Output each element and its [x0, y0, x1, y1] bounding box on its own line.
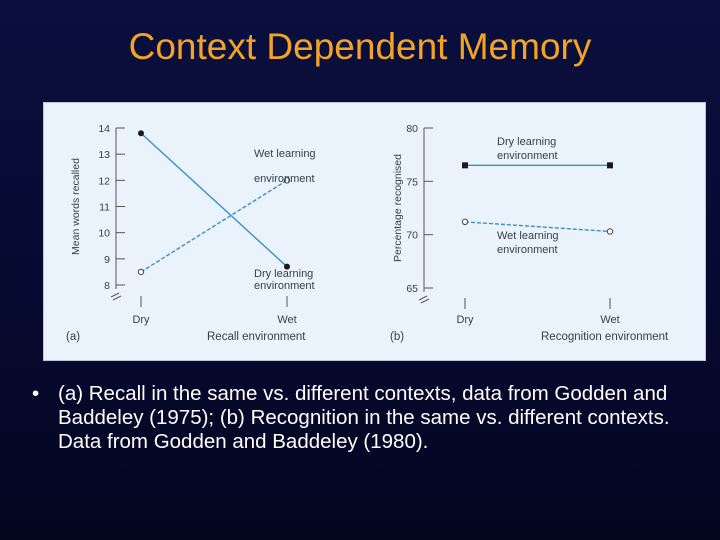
chart-b-y-tick-label: 80: [406, 123, 418, 135]
chart-b-series-label: environment: [497, 244, 558, 256]
chart-a-data-point: [284, 263, 290, 270]
chart-a-data-point: [137, 268, 145, 276]
chart-b-x-axis-label: Recognition environment: [541, 331, 669, 343]
chart-a-y-tick-label: 13: [98, 149, 110, 161]
caption-text: (a) Recall in the same vs. different con…: [58, 382, 670, 453]
chart-b-series-label: Wet learning: [497, 230, 559, 242]
chart-b-y-tick-label: 65: [406, 283, 418, 295]
chart-b-data-point: [461, 218, 469, 226]
chart-a-y-tick-label: 11: [99, 202, 110, 214]
chart-b-series-line: [464, 221, 611, 233]
chart-b-x-tick-label: Dry: [456, 314, 474, 326]
chart-a-series-line: [140, 132, 288, 268]
chart-a-x-tick-label: Wet: [277, 314, 296, 326]
chart-a-x-tick-label: Dry: [132, 314, 150, 326]
chart-a-series-label: Wet learning: [254, 148, 316, 160]
chart-b-data-point: [462, 162, 468, 169]
slide-title: Context Dependent Memory: [128, 26, 592, 67]
chart-b-data-point: [607, 162, 613, 169]
chart-a-data-point: [283, 177, 291, 184]
chart-a-y-tick-label: 9: [104, 254, 110, 266]
chart-b-x-tick-label: Wet: [600, 314, 619, 326]
chart-a-y-axis-label: Mean words recalled: [70, 158, 82, 255]
caption-bullet: •: [32, 382, 40, 405]
chart-a-data-point: [138, 130, 144, 137]
chart-a-y-tick-label: 10: [98, 228, 110, 240]
chart-a-axis-break: [110, 292, 120, 298]
chart-b-series-label: Dry learning: [497, 136, 556, 148]
chart-b-axis-break: [420, 298, 430, 304]
chart-a-y-tick-label: 8: [104, 280, 110, 292]
chart-a-axis-break: [112, 295, 122, 301]
chart-b-series-label: environment: [497, 150, 558, 162]
chart-a-series-label: environment: [254, 280, 315, 292]
chart-a-x-axis-label: Recall environment: [207, 331, 306, 343]
chart-b-data-point: [606, 228, 614, 235]
chart-b-y-tick-label: 70: [406, 230, 418, 242]
chart-a-series-label: environment: [254, 173, 315, 185]
chart-b-axis-break: [418, 295, 428, 301]
chart-b-panel-label: (b): [390, 331, 404, 343]
chart-a-series-label: Dry learning: [254, 268, 313, 280]
chart-a-y-tick-label: 14: [98, 123, 110, 135]
chart-a-series-line: [140, 179, 288, 273]
chart-b-y-axis-label: Percentage recognised: [392, 154, 404, 262]
chart-a-panel-label: (a): [66, 331, 80, 343]
chart-a-y-tick-label: 12: [98, 175, 110, 187]
chart-b-y-tick-label: 75: [406, 176, 418, 188]
